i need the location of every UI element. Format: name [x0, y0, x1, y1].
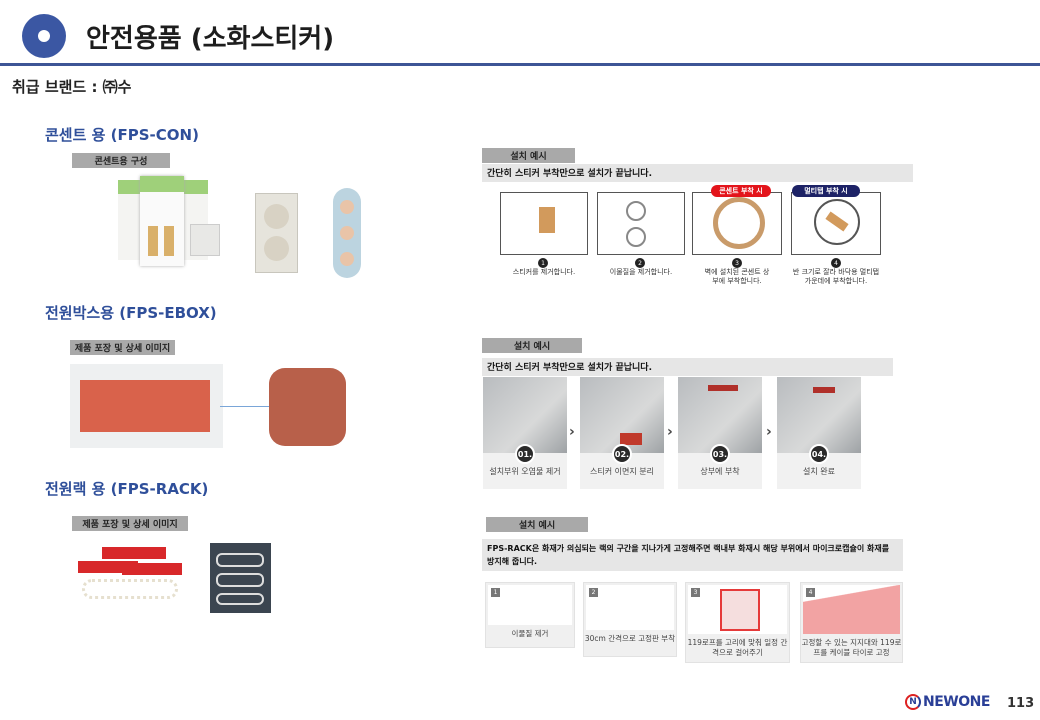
con-step-3-image [692, 192, 782, 255]
header-divider [0, 63, 1040, 66]
multitap-badge: 멀티탭 부착 시 [792, 185, 860, 197]
rack-step-caption: 119로프를 고리에 맞춰 일정 간격으로 걸어주기 [687, 637, 788, 657]
logo-mark-icon: N [905, 694, 921, 710]
chevron-right-icon: › [569, 424, 575, 440]
rack-step-caption: 고정할 수 있는 지지대와 119로프를 케이블 타이로 고정 [801, 637, 902, 657]
section-heading-con: 콘센트 용 (FPS-CON) [45, 126, 199, 144]
ebox-step-number: 04. [809, 444, 829, 464]
ebox-install-bar: 간단히 스티커 부착만으로 설치가 끝납니다. [482, 358, 893, 376]
con-tag: 콘센트용 구성 [72, 153, 170, 168]
con-install-tag: 설치 예시 [482, 148, 575, 163]
newone-logo: N NEWONE [905, 694, 990, 710]
rack-step-number: 1 [491, 588, 500, 597]
header-bullet-icon [22, 14, 66, 58]
ebox-step-2-photo [580, 377, 664, 453]
outlet-badge: 콘센트 부착 시 [711, 185, 771, 197]
rack-step-1: 1 이물질 제거 [485, 582, 575, 648]
con-step-number: 2 [635, 258, 645, 268]
con-step-number: 1 [538, 258, 548, 268]
wall-socket-image [255, 193, 298, 273]
rack-step-number: 3 [691, 588, 700, 597]
ebox-step-3-photo [678, 377, 762, 453]
section-heading-ebox: 전원박스용 (FPS-EBOX) [45, 304, 217, 322]
ebox-detail-image [269, 368, 346, 446]
ebox-package-image [70, 364, 223, 448]
con-step-number: 4 [831, 258, 841, 268]
con-step-caption: 벽에 설치된 콘센트 상부에 부착합니다. [704, 268, 770, 285]
rack-tag: 제품 포장 및 상세 이미지 [72, 516, 188, 531]
ebox-install-tag: 설치 예시 [482, 338, 582, 353]
rack-step-caption: 이물질 제거 [511, 628, 549, 638]
chevron-right-icon: › [766, 424, 772, 440]
page-number: 113 [1007, 696, 1035, 711]
con-step-4-image [791, 192, 881, 255]
rack-install-tag: 설치 예시 [486, 517, 588, 532]
con-step-caption: 스티커를 제거합니다. [512, 268, 576, 276]
power-strip-image [333, 188, 361, 278]
con-step-number: 3 [732, 258, 742, 268]
rack-step-number: 4 [806, 588, 815, 597]
rack-package-image [72, 543, 188, 613]
rack-installed-image [210, 543, 271, 613]
brand-line: 취급 브랜드 : ㈜수 [12, 78, 132, 96]
con-package-image [110, 176, 222, 266]
ebox-step-number: 03. [710, 444, 730, 464]
section-heading-rack: 전원랙 용 (FPS-RACK) [45, 480, 209, 498]
rack-step-number: 2 [589, 588, 598, 597]
con-step-1-image [500, 192, 588, 255]
ebox-step-number: 01. [515, 444, 535, 464]
ebox-tag: 제품 포장 및 상세 이미지 [70, 340, 175, 355]
con-step-caption: 반 크기로 잘라 바닥용 멀티탭 가운데에 부착합니다. [792, 268, 880, 285]
rack-step-4: 4 고정할 수 있는 지지대와 119로프를 케이블 타이로 고정 [800, 582, 903, 663]
rack-step-2: 2 30cm 간격으로 고정판 부착 [583, 582, 677, 657]
con-step-2-image [597, 192, 685, 255]
con-step-caption: 이물질을 제거합니다. [609, 268, 673, 276]
ebox-step-4-photo [777, 377, 861, 453]
rack-step-caption: 30cm 간격으로 고정판 부착 [584, 634, 676, 644]
logo-text: NEWONE [923, 694, 990, 710]
rack-step-3: 3 119로프를 고리에 맞춰 일정 간격으로 걸어주기 [685, 582, 790, 663]
page-title: 안전용품 (소화스티커) [86, 24, 335, 54]
rack-install-bar: FPS-RACK은 화재가 의심되는 랙의 구간을 지나가게 고정해주면 랙내부… [482, 539, 903, 571]
chevron-right-icon: › [667, 424, 673, 440]
ebox-step-1-photo [483, 377, 567, 453]
ebox-step-number: 02. [612, 444, 632, 464]
connector-line [220, 406, 270, 407]
con-install-bar: 간단히 스티커 부착만으로 설치가 끝납니다. [482, 164, 913, 182]
